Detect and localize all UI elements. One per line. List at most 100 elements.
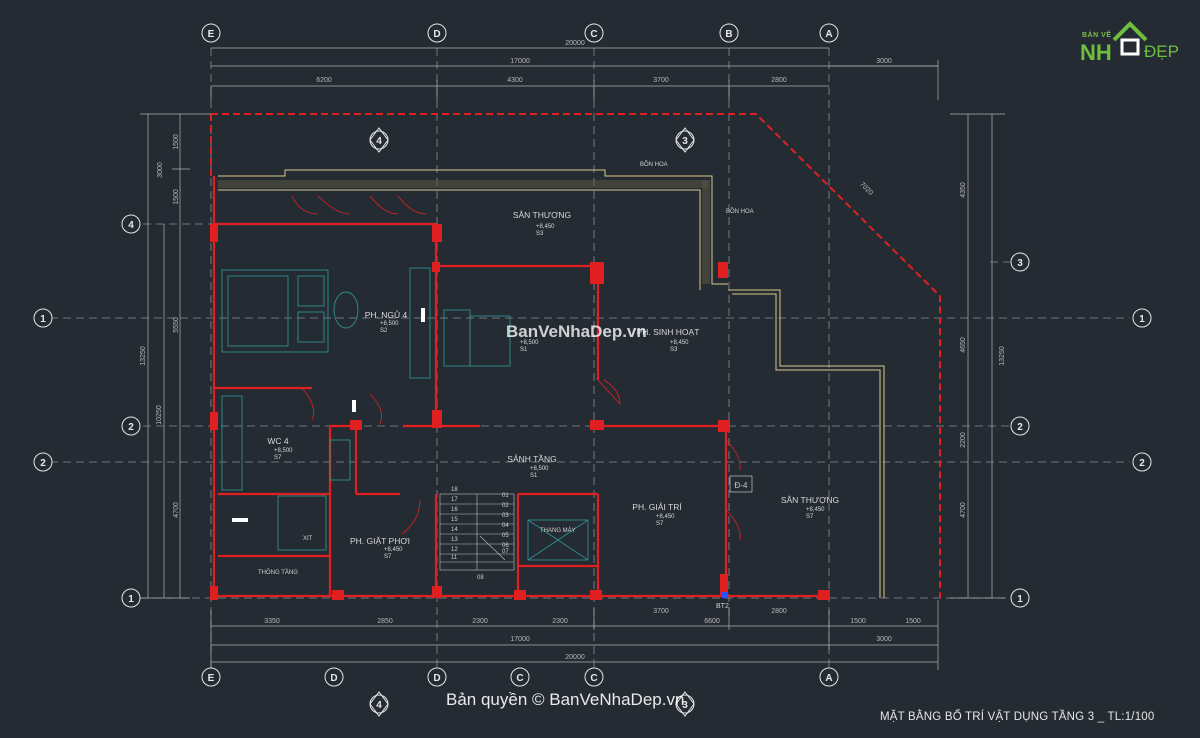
drawing-title: MẶT BẰNG BỐ TRÍ VẬT DỤNG TẦNG 3 _ TL:1/1… <box>880 711 1155 723</box>
stair-num: 14 <box>451 527 458 533</box>
doors <box>291 195 741 541</box>
stair-num: 05 <box>502 533 509 539</box>
stair-num: 18 <box>451 487 458 493</box>
dim-top-span-4: 2800 <box>771 77 787 84</box>
room-wc-4: WC 4 <box>267 436 289 446</box>
level-mark: +8,500 <box>380 321 399 327</box>
axis-right-2b: 2 <box>1139 458 1145 469</box>
level-mark: +8,500 <box>274 448 293 454</box>
axis-left-2b: 2 <box>40 458 46 469</box>
top-dimension-texts: 20000 17000 3000 6200 4300 3700 2800 <box>316 40 892 84</box>
section-label: 3 <box>682 700 688 711</box>
section-label: 3 <box>682 136 688 147</box>
staircase <box>439 493 515 571</box>
level-mark: +8,500 <box>530 466 549 472</box>
white-marks <box>232 308 425 522</box>
room-code: S7 <box>656 521 664 527</box>
dim-left-inner: 10250 <box>156 405 163 425</box>
bottom-dimension-texts: 3700 2800 3350 2850 2300 2300 6600 1500 … <box>264 608 921 661</box>
property-boundary <box>210 113 941 598</box>
left-dimensions <box>140 113 211 599</box>
round-table <box>333 291 359 329</box>
stair-num: 08 <box>477 575 484 581</box>
dim-bottom-span-1: 3350 <box>264 618 280 625</box>
stair-num: 15 <box>451 517 458 523</box>
right-dimension-texts: 13250 4350 4650 2200 4700 <box>960 182 1006 518</box>
axis-left-1b: 1 <box>128 594 134 605</box>
room-giat-phoi: PH. GIẶT PHƠI <box>350 536 410 546</box>
axis-right-1a: 1 <box>1139 314 1145 325</box>
level-markers: +8,450 S3 +8,500 S2 +8,500 S1 +8,450 S3 … <box>274 224 825 560</box>
brand-logo: BẢN VẼ NH ĐẸP <box>1074 12 1190 66</box>
room-code: S1 <box>520 347 528 353</box>
label-thang-may: THANG MÁY <box>540 527 576 534</box>
level-mark: +8,450 <box>536 224 555 230</box>
axis-top-E: E <box>208 29 215 40</box>
dim-left-part-3: 5550 <box>173 317 180 333</box>
label-bt2: BT2 <box>716 603 729 610</box>
stair-num: 07 <box>502 549 509 555</box>
axis-bottom-D2: D <box>433 673 440 684</box>
room-ngu-4: PH. NGỦ 4 <box>365 309 408 320</box>
stair-num: 16 <box>451 507 458 513</box>
room-code: S7 <box>384 554 392 560</box>
dim-left-outer: 13250 <box>140 346 147 366</box>
stair-numbers: 18 17 16 15 14 13 12 11 01 02 03 04 05 0… <box>451 487 509 581</box>
stair-num: 02 <box>502 503 509 509</box>
axis-bottom-E: E <box>208 673 215 684</box>
stair-num: 01 <box>502 493 509 499</box>
dim-bottom-span-6: 1500 <box>850 618 866 625</box>
dim-bottom-sub: 17000 <box>510 636 530 643</box>
room-giai-tri: PH. GIẢI TRÍ <box>632 501 682 512</box>
dim-right-part-3: 2200 <box>960 432 967 448</box>
watermark: BanVeNhaDep.vn <box>506 322 647 341</box>
dim-bottom-mid-2: 2800 <box>771 608 787 615</box>
stair-num: 13 <box>451 537 458 543</box>
dim-diagonal: 7020 <box>858 181 874 197</box>
room-san-thuong-right: SÂN THƯỢNG <box>781 495 839 505</box>
axis-top-B: B <box>725 29 732 40</box>
section-markers <box>369 127 695 717</box>
stair-num: 17 <box>451 497 458 503</box>
level-mark: +8,450 <box>656 514 675 520</box>
axis-top-C: C <box>590 29 597 40</box>
axis-right-1b: 1 <box>1017 594 1023 605</box>
section-label: 4 <box>376 136 382 147</box>
bed <box>221 269 329 353</box>
dim-top-span-2: 4300 <box>507 77 523 84</box>
door-tag-d4: Đ-4 <box>729 475 753 493</box>
room-code: S3 <box>536 231 544 237</box>
dim-top-sub: 17000 <box>510 58 530 65</box>
stair-num: 03 <box>502 513 509 519</box>
dim-left-top: 3000 <box>157 162 164 178</box>
room-sinh-hoat: PH. SINH HOẠT <box>637 327 700 337</box>
terrace-railing <box>728 289 885 598</box>
label-bon-hoa-2: BỒN HOA <box>726 208 754 215</box>
level-mark: +8,450 <box>806 507 825 513</box>
dim-left-part-2: 1500 <box>173 189 180 205</box>
planter-box <box>218 169 728 290</box>
room-code: S7 <box>806 514 814 520</box>
top-dimensions <box>210 47 939 100</box>
house-roof-icon <box>1112 21 1148 56</box>
dim-top-right: 3000 <box>876 58 892 65</box>
room-code: S3 <box>670 347 678 353</box>
section-label: 4 <box>376 700 382 711</box>
dim-top-span-3: 3700 <box>653 77 669 84</box>
room-sanh-tang: SẢNH TẦNG <box>507 453 556 464</box>
dim-right-outer: 13250 <box>999 346 1006 366</box>
stair-num: 06 <box>502 543 509 549</box>
dim-bottom-right: 3000 <box>876 636 892 643</box>
dim-top-total: 20000 <box>565 40 585 47</box>
axis-left-1a: 1 <box>40 314 46 325</box>
copyright-notice: Bản quyền © BanVeNhaDep.vn <box>446 690 685 709</box>
label-bon-hoa-1: BỒN HOA <box>640 161 668 168</box>
bottom-dimensions <box>210 600 939 670</box>
dim-right-part-1: 4350 <box>960 182 967 198</box>
dim-left-part-1: 1500 <box>173 134 180 150</box>
label-thong-tang: THÔNG TẦNG <box>258 569 298 576</box>
dim-left-part-4: 4700 <box>173 502 180 518</box>
axis-bottom-C2: C <box>590 673 597 684</box>
dim-bottom-span-3: 2300 <box>472 618 488 625</box>
sofa <box>469 315 511 367</box>
